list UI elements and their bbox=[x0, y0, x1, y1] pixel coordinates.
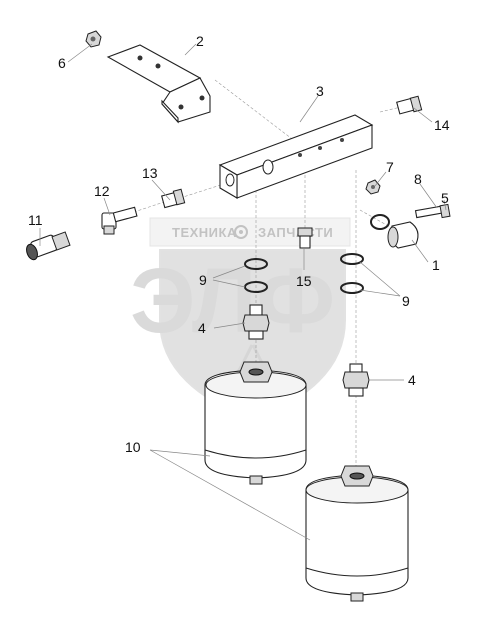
nut-part-7 bbox=[365, 179, 381, 195]
leader-lines bbox=[39, 43, 447, 541]
callout-13: 13 bbox=[142, 165, 158, 181]
o-ring-upper bbox=[370, 214, 390, 230]
callout-11: 11 bbox=[28, 212, 43, 228]
callout-4-left: 4 bbox=[198, 320, 206, 336]
watermark-left-text: ТЕХНИКА bbox=[172, 225, 237, 240]
callout-12: 12 bbox=[94, 183, 110, 199]
callout-3: 3 bbox=[316, 83, 324, 99]
callout-5: 5 bbox=[441, 190, 449, 206]
tee-fitting-part-12 bbox=[101, 206, 138, 235]
filter-part-10-left bbox=[204, 361, 307, 485]
connector-part-11 bbox=[26, 231, 71, 261]
watermark-right-text: ЗАПЧАСТИ bbox=[258, 225, 333, 240]
callout-14: 14 bbox=[434, 117, 450, 133]
filter-part-10-right bbox=[305, 465, 409, 602]
watermark-big-text: ЭЛФ bbox=[130, 250, 335, 352]
callout-7: 7 bbox=[386, 159, 394, 175]
callout-15: 15 bbox=[296, 273, 312, 289]
callout-9-right: 9 bbox=[402, 293, 410, 309]
gear-icon bbox=[234, 225, 248, 239]
watermark-banner bbox=[149, 217, 351, 247]
fitting-part-14 bbox=[396, 95, 423, 115]
callout-2: 2 bbox=[196, 33, 204, 49]
fitting-part-13 bbox=[161, 188, 186, 209]
callout-9-left: 9 bbox=[199, 272, 207, 288]
callout-10: 10 bbox=[125, 439, 141, 455]
o-rings-9 bbox=[244, 253, 364, 294]
plug-part-1 bbox=[387, 221, 419, 249]
callout-1: 1 bbox=[432, 257, 440, 273]
watermark: ТЕХНИКА ЗАПЧАСТИ ЭЛФ bbox=[130, 217, 351, 422]
nipple-part-15 bbox=[297, 227, 313, 249]
bracket-part bbox=[106, 44, 211, 124]
callout-6: 6 bbox=[58, 55, 66, 71]
adapter-part-4-right bbox=[342, 363, 370, 397]
manifold-bar-part bbox=[218, 114, 374, 199]
adapter-part-4-left bbox=[242, 304, 270, 340]
callout-8: 8 bbox=[414, 171, 422, 187]
bolt-part-8 bbox=[414, 203, 451, 219]
nut-part-6 bbox=[85, 30, 102, 48]
callout-4-right: 4 bbox=[408, 372, 416, 388]
callout-labels: 1 2 3 4 4 5 6 7 8 9 9 10 11 12 13 14 15 bbox=[28, 33, 450, 455]
